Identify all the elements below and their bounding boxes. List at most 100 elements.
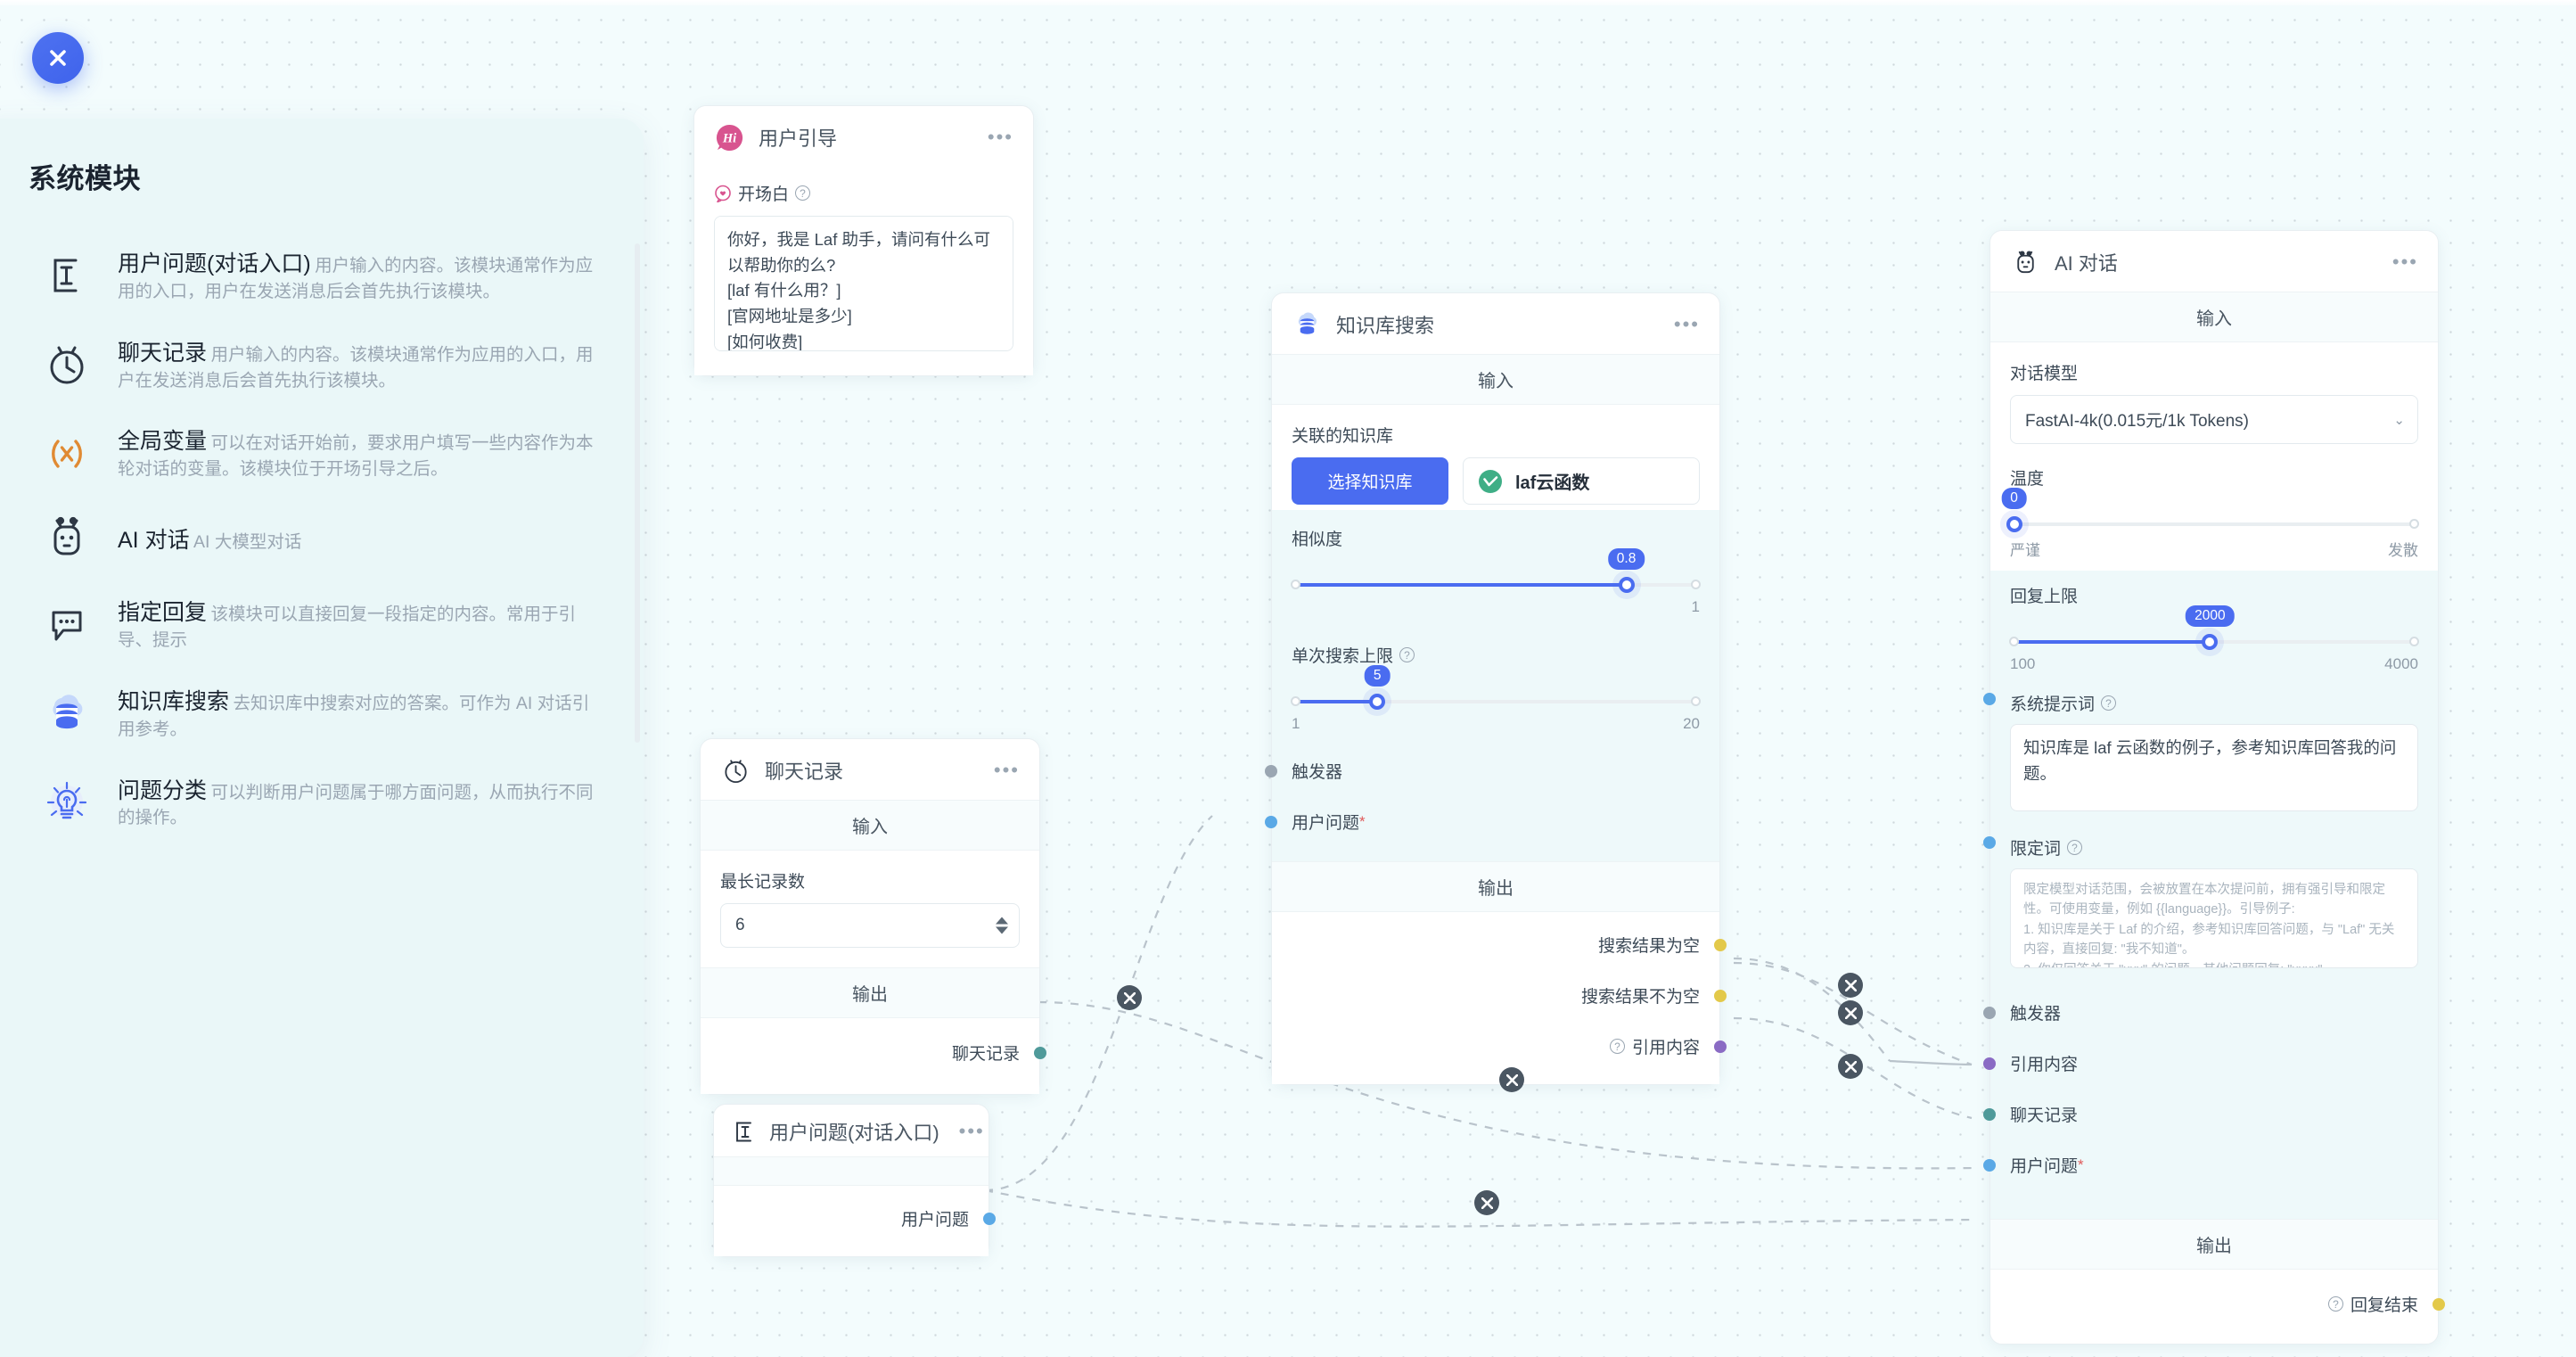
help-icon[interactable]: ? [2327,1296,2343,1312]
system-prompt-textarea[interactable] [2010,724,2418,811]
slider-thumb[interactable] [1618,577,1635,593]
port-dot[interactable] [1983,1107,1996,1121]
similarity-scale: 1 [1292,598,1700,616]
port-row[interactable]: 引用内容 [1983,1038,2418,1089]
text-input-icon [732,1118,759,1145]
node-header: 聊天记录 ••• [701,739,1039,800]
close-panel-button[interactable] [32,32,84,84]
close-icon [50,50,66,66]
select-dataset-button[interactable]: 选择知识库 [1292,457,1448,505]
port-row-system-prompt[interactable]: 系统提示词 ? [1983,673,2418,724]
limit-prompt-textarea[interactable] [2010,868,2418,968]
node-menu-icon[interactable]: ••• [993,759,1020,781]
port-dot[interactable] [1983,1158,1996,1172]
port-row[interactable]: 搜索结果不为空 [1292,970,1727,1021]
edge-delete-button[interactable] [1474,1190,1499,1215]
node-dataset-search[interactable]: 知识库搜索 ••• 输入 关联的知识库 选择知识库 laf云函数 相似度 [1265,292,1727,1085]
port-row[interactable]: 聊天记录 [1983,1089,2418,1139]
port-row[interactable]: 聊天记录 [720,1027,1046,1078]
module-item-specified-reply[interactable]: 指定回复 该模块可以直接回复一段指定的内容。常用于引导、提示 [29,580,594,670]
panel-scrollbar[interactable] [635,243,640,743]
similarity-slider[interactable]: 0.8 [1291,548,1701,593]
node-title: 用户引导 [759,127,838,150]
slider-max-handle[interactable] [1691,696,1701,706]
slider-min-handle[interactable] [1291,580,1300,589]
node-ai-chat[interactable]: AI 对话 ••• 输入 对话模型 FastAI-4k(0.015元/1k To… [1983,230,2445,1345]
port-dot[interactable] [1983,835,1996,849]
temperature-scale: 严谨 发散 [2010,538,2418,560]
slider-min-handle[interactable] [1291,696,1300,706]
port-row-limit-prompt[interactable]: 限定词 ? [1983,816,2418,868]
temperature-slider[interactable]: 0 [2001,488,2419,532]
slider-thumb[interactable] [1369,694,1386,710]
slider-max-handle[interactable] [2409,637,2419,646]
port-row[interactable]: 用户问题* [1983,1139,2418,1190]
module-item-user-question[interactable]: 用户问题(对话入口) 用户输入的内容。该模块通常作为应用的入口，用户在发送消息后… [29,232,594,321]
port-label: 用户问题 [900,1211,969,1230]
module-item-chat-history[interactable]: 聊天记录 用户输入的内容。该模块通常作为应用的入口，用户在发送消息后会首先执行该… [29,321,594,410]
module-item-question-classify[interactable]: 问题分类 可以判断用户问题属于哪方面问题，从而执行不同的操作。 [29,759,594,848]
port-row[interactable]: 触发器 [1265,745,1700,796]
port-row[interactable]: ? 回复结束 [2010,1279,2445,1329]
port-dot[interactable] [1265,764,1277,777]
slider-value-bubble: 0 [2001,488,2027,509]
similarity-label: 相似度 [1292,530,1343,549]
slider-min-handle[interactable] [2009,637,2019,646]
port-dot[interactable] [1983,1057,1996,1070]
node-header: Hi 用户引导 ••• [694,106,1033,167]
port-dot[interactable] [1983,1006,1996,1019]
hi-badge-icon: Hi [714,122,744,152]
node-chat-history[interactable]: 聊天记录 ••• 输入 最长记录数 6 输出 聊天记录 [700,738,1046,1095]
module-item-ai-chat[interactable]: AI 对话 AI 大模型对话 [29,498,594,580]
module-item-dataset-search[interactable]: 知识库搜索 去知识库中搜索对应的答案。可作为 AI 对话引用参考。 [29,670,594,759]
slider-max-handle[interactable] [2409,519,2419,529]
help-icon[interactable]: ? [795,185,811,201]
port-dot[interactable] [1265,815,1277,828]
node-menu-icon[interactable]: ••• [1673,313,1700,335]
linked-dataset-chip[interactable]: laf云函数 [1463,457,1700,505]
max-tokens-scale: 100 4000 [2010,655,2418,673]
search-limit-slider[interactable]: 5 [1291,665,1701,710]
stepper-arrows[interactable] [996,917,1008,934]
node-menu-icon[interactable]: ••• [958,1120,985,1142]
module-item-global-variable[interactable]: 全局变量 可以在对话开始前，要求用户填写一些内容作为本轮对话的变量。该模块位于开… [29,409,594,498]
port-row[interactable]: 触发器 [1983,987,2418,1038]
node-title: 用户问题(对话入口) [769,1122,939,1144]
max-tokens-slider[interactable]: 2000 [2009,605,2419,650]
port-dot[interactable] [1034,1046,1046,1059]
help-icon[interactable]: ? [1399,647,1415,662]
node-user-guide[interactable]: Hi 用户引导 ••• 开场白 ? [693,105,1034,376]
slider-thumb[interactable] [2006,516,2022,532]
slider-thumb[interactable] [2202,634,2219,650]
edge-delete-button[interactable] [1499,1067,1524,1092]
node-user-question-entry[interactable]: 用户问题(对话入口) ••• 用户问题 [713,1104,996,1257]
port-dot[interactable] [1714,1040,1727,1053]
help-icon[interactable]: ? [1609,1039,1625,1054]
model-select[interactable]: FastAI-4k(0.015元/1k Tokens) ⌄ [2010,395,2418,444]
port-row[interactable]: 用户问题* [1265,796,1700,847]
node-menu-icon[interactable]: ••• [987,126,1013,148]
edge-delete-button[interactable] [1838,973,1863,998]
help-icon[interactable]: ? [2067,840,2083,855]
output-band: 输出 [1990,1219,2438,1270]
port-row[interactable]: 搜索结果为空 [1292,919,1727,970]
port-row[interactable]: 用户问题 [734,1193,996,1244]
max-records-stepper[interactable]: 6 [720,903,1020,948]
welcome-textarea[interactable] [714,216,1013,351]
edge-delete-button[interactable] [1117,985,1142,1010]
port-dot[interactable] [983,1212,996,1225]
node-menu-icon[interactable]: ••• [2391,251,2418,273]
port-dot[interactable] [1714,938,1727,951]
port-dot[interactable] [1714,989,1727,1002]
edge-delete-button[interactable] [1838,1054,1863,1079]
edge-delete-button[interactable] [1838,1000,1863,1025]
port-row[interactable]: ? 引用内容 [1292,1021,1727,1072]
port-dot[interactable] [1983,692,1996,705]
port-label: 限定词 [2010,840,2062,859]
port-dot[interactable] [2432,1297,2445,1311]
help-icon[interactable]: ? [2101,695,2117,711]
slider-max-handle[interactable] [1691,580,1701,589]
module-desc: AI 大模型对话 [193,531,302,552]
node-title: AI 对话 [2055,252,2118,275]
